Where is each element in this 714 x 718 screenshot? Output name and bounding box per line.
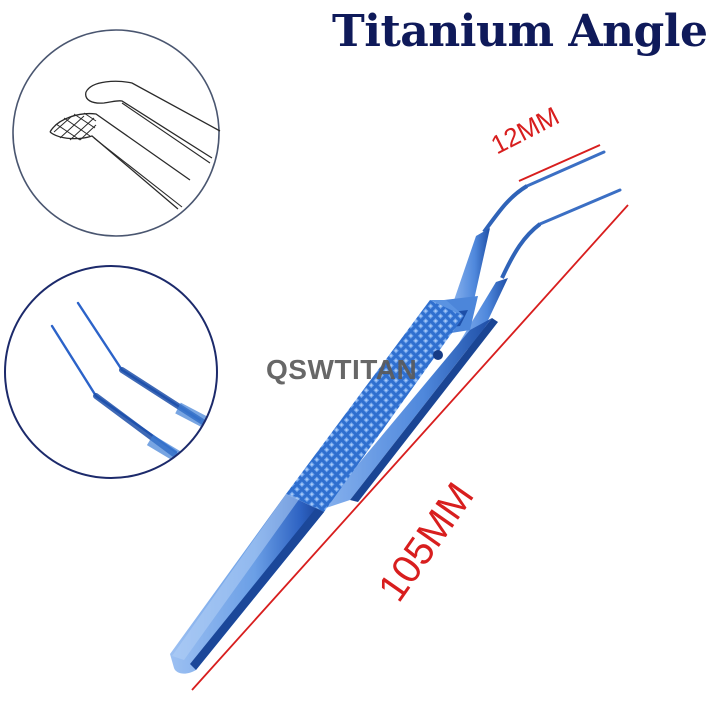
brand-watermark: QSWTITAN bbox=[266, 354, 418, 385]
product-title: Titanium Angle bbox=[332, 6, 708, 57]
tweezer bbox=[170, 150, 622, 674]
tip-dimension-line bbox=[518, 144, 601, 182]
length-dimension-line bbox=[191, 204, 629, 691]
tip-photo-inset bbox=[4, 265, 218, 479]
tip-line-drawing-inset bbox=[12, 29, 221, 237]
